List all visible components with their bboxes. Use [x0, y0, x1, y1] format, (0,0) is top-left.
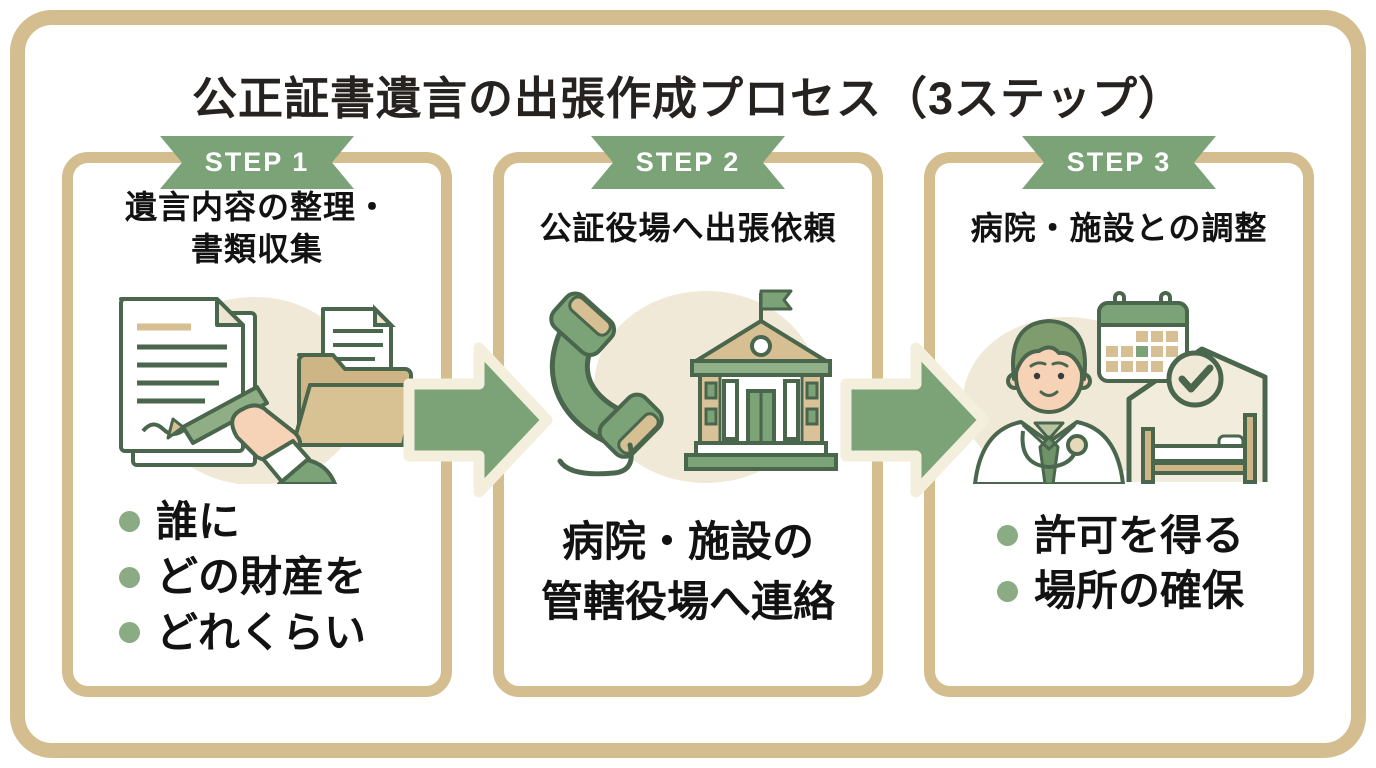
arrow-right-icon	[840, 342, 990, 498]
phone-icon	[549, 291, 664, 477]
bullet-dot-icon	[119, 511, 140, 533]
step-3-badge-label: STEP 3	[1066, 147, 1172, 177]
step-2-badge-label: STEP 2	[635, 147, 741, 177]
house-bed-icon	[1126, 346, 1268, 484]
bullet-text: 許可を得る	[1034, 512, 1245, 559]
step-1-bullet-list: 誰に どの財産を どれくらい	[73, 494, 441, 660]
documents-signing-folder-icon	[119, 297, 418, 484]
bullet-text: 場所の確保	[1034, 567, 1245, 615]
bullet-dot-icon	[997, 525, 1018, 547]
list-item: どれくらい	[119, 605, 441, 660]
checkmark-icon	[1166, 350, 1224, 408]
step-1-badge-label: STEP 1	[204, 147, 310, 177]
step-2-note: 病院・施設の 管轄役場へ連絡	[504, 512, 872, 631]
bullet-text: 誰に	[156, 498, 241, 545]
page-title: 公正証書遺言の出張作成プロセス（3ステップ）	[191, 73, 1185, 125]
bullet-text: どれくらい	[156, 608, 367, 656]
step-3-heading-line-1: 病院・施設との調整	[970, 210, 1268, 247]
step-2-card: STEP 2 公証役場へ出張依頼	[493, 152, 883, 697]
bullet-text: どの財産を	[156, 553, 367, 601]
step-1-badge: STEP 1	[160, 136, 354, 189]
doctor-calendar-bed-icon	[963, 291, 1268, 484]
calendar-icon	[1097, 291, 1189, 383]
step-1-heading: 遺言内容の整理・ 書類収集	[81, 183, 433, 275]
government-building-icon	[684, 289, 838, 471]
document-icon	[119, 297, 257, 467]
doctor-icon	[973, 319, 1125, 484]
step-1-card: STEP 1 遺言内容の整理・ 書類収集	[62, 152, 452, 697]
step-2-note-line-2: 管轄役場へ連絡	[540, 577, 835, 625]
step-3-card: STEP 3 病院・施設との調整	[924, 152, 1314, 697]
hand-with-pen-icon	[166, 385, 337, 484]
step-2-heading: 公証役場へ出張依頼	[512, 183, 864, 275]
step-3-bullet-list: 許可を得る 場所の確保	[935, 508, 1303, 619]
outer-frame	[10, 10, 1366, 758]
step-2-badge: STEP 2	[591, 136, 785, 189]
step-3-heading: 病院・施設との調整	[943, 183, 1295, 275]
arrow-right-icon	[403, 342, 553, 498]
step-2-illustration	[504, 279, 872, 484]
step-2-heading-line-1: 公証役場へ出張依頼	[539, 210, 837, 247]
list-item: 誰に	[119, 494, 441, 549]
list-item: 場所の確保	[997, 563, 1303, 618]
step-3-badge: STEP 3	[1022, 136, 1216, 189]
step-1-heading-line-1: 遺言内容の整理・	[124, 189, 389, 226]
step-3-illustration	[935, 279, 1303, 484]
step-1-illustration	[73, 279, 441, 484]
step-1-heading-line-2: 書類収集	[190, 231, 323, 267]
folder-icon	[291, 304, 418, 447]
phone-building-icon	[549, 289, 838, 483]
bullet-dot-icon	[119, 622, 140, 644]
bullet-dot-icon	[119, 566, 140, 588]
list-item: 許可を得る	[997, 508, 1303, 563]
list-item: どの財産を	[119, 549, 441, 604]
bullet-dot-icon	[997, 580, 1018, 602]
step-2-note-line-1: 病院・施設の	[561, 518, 814, 565]
